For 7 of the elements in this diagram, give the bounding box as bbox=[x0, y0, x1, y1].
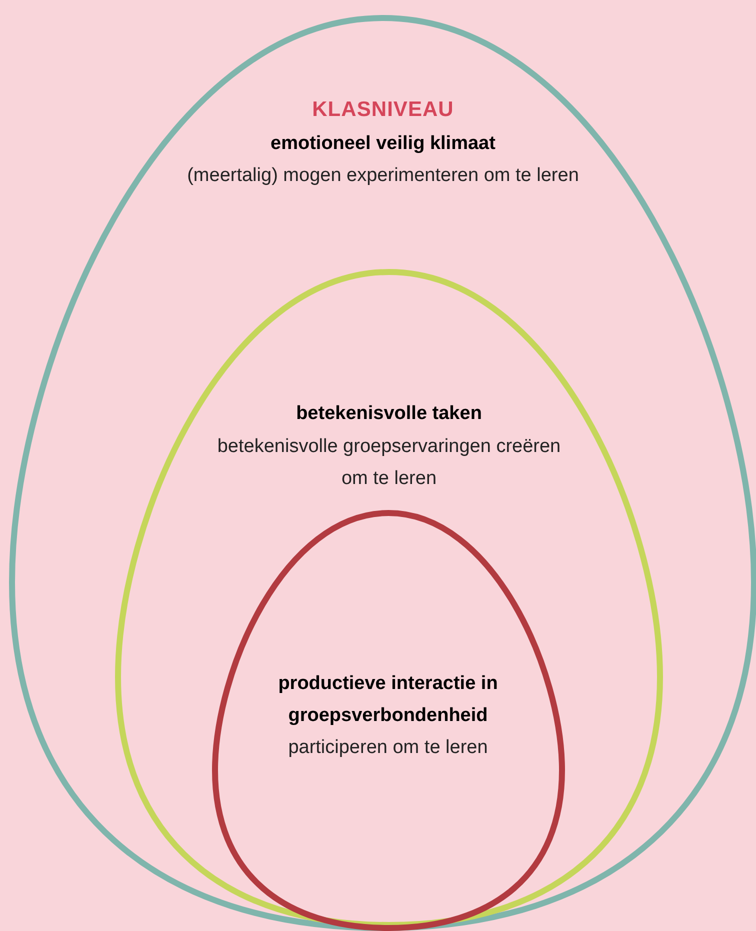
body-text: (meertalig) mogen experimenteren om te leren bbox=[187, 164, 579, 188]
body-text: betekenisvolle groepservaringen creëren om te leren bbox=[216, 434, 562, 490]
level-heading: KLASNIVEAU bbox=[312, 97, 454, 123]
body-text: participeren om te leren bbox=[288, 736, 488, 760]
subheading: emotioneel veilig klimaat bbox=[270, 132, 496, 156]
subheading: productieve interactie in groepsverbondenheid bbox=[277, 672, 499, 728]
subheading: betekenisvolle taken bbox=[296, 402, 482, 426]
